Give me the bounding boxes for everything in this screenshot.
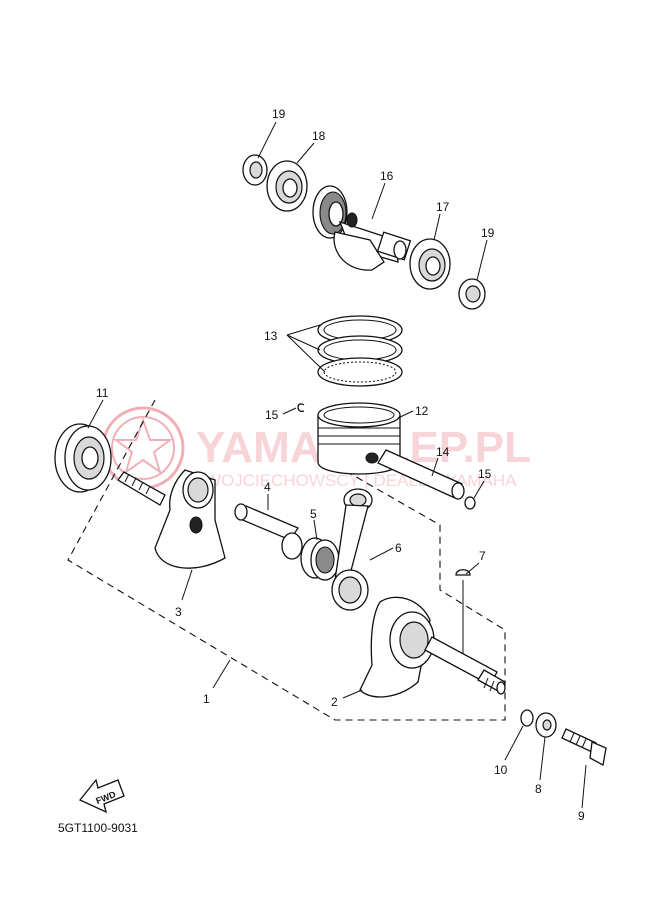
callout-1: 1	[203, 692, 210, 706]
bearing-11	[54, 423, 112, 493]
circlip-upper	[297, 403, 305, 413]
callout-13: 13	[264, 329, 278, 343]
callout-6: 6	[395, 541, 402, 555]
callouts: 1 2 3 4 5 6 7 8 9 10 11 12 13 14 15 15 1…	[96, 107, 585, 823]
connecting-rod-6	[331, 488, 373, 611]
crank-right-2	[359, 596, 506, 698]
callout-19-left: 19	[272, 107, 286, 121]
o-ring-10	[520, 709, 534, 727]
washer-8	[535, 712, 557, 738]
oil-seal-bottom-right	[458, 278, 486, 310]
callout-8: 8	[535, 782, 542, 796]
callout-19-right: 19	[481, 226, 495, 240]
callout-11: 11	[96, 386, 109, 400]
callout-15-lower: 15	[478, 467, 492, 481]
crank-left-3	[117, 469, 226, 569]
bolt-9	[561, 728, 607, 766]
callout-2: 2	[331, 695, 338, 709]
callout-9: 9	[578, 809, 585, 823]
callout-16: 16	[380, 169, 394, 183]
callout-14: 14	[436, 445, 450, 459]
needle-bearing-5	[300, 537, 340, 581]
watermark-logo-icon	[101, 406, 185, 490]
fwd-arrow-icon: FWD	[78, 778, 125, 814]
bearing-18	[266, 160, 308, 212]
callout-10: 10	[494, 763, 508, 777]
circlip-lower	[464, 496, 476, 510]
callout-3: 3	[175, 605, 182, 619]
piston-12	[317, 402, 401, 475]
callout-17: 17	[436, 200, 450, 214]
assembly-boundary	[67, 399, 506, 721]
callout-18: 18	[312, 129, 326, 143]
callout-15-upper: 15	[265, 408, 279, 422]
piston-pin-14	[377, 449, 465, 500]
oil-seal-top-left	[242, 154, 268, 186]
balancer-shaft-16	[312, 185, 412, 271]
callout-4: 4	[264, 480, 271, 494]
watermark: YAMASKLEP.PL WOJCIECHOWSCY | DEALER YAMA…	[101, 406, 531, 490]
callout-12: 12	[415, 404, 429, 418]
leader-lines	[87, 121, 587, 809]
callout-5: 5	[310, 507, 317, 521]
bearing-17	[409, 238, 451, 290]
callout-7: 7	[479, 549, 486, 563]
diagram-code: 5GT1100-9031	[58, 821, 138, 835]
crank-pin-4	[234, 503, 303, 560]
piston-rings-13	[317, 315, 403, 387]
